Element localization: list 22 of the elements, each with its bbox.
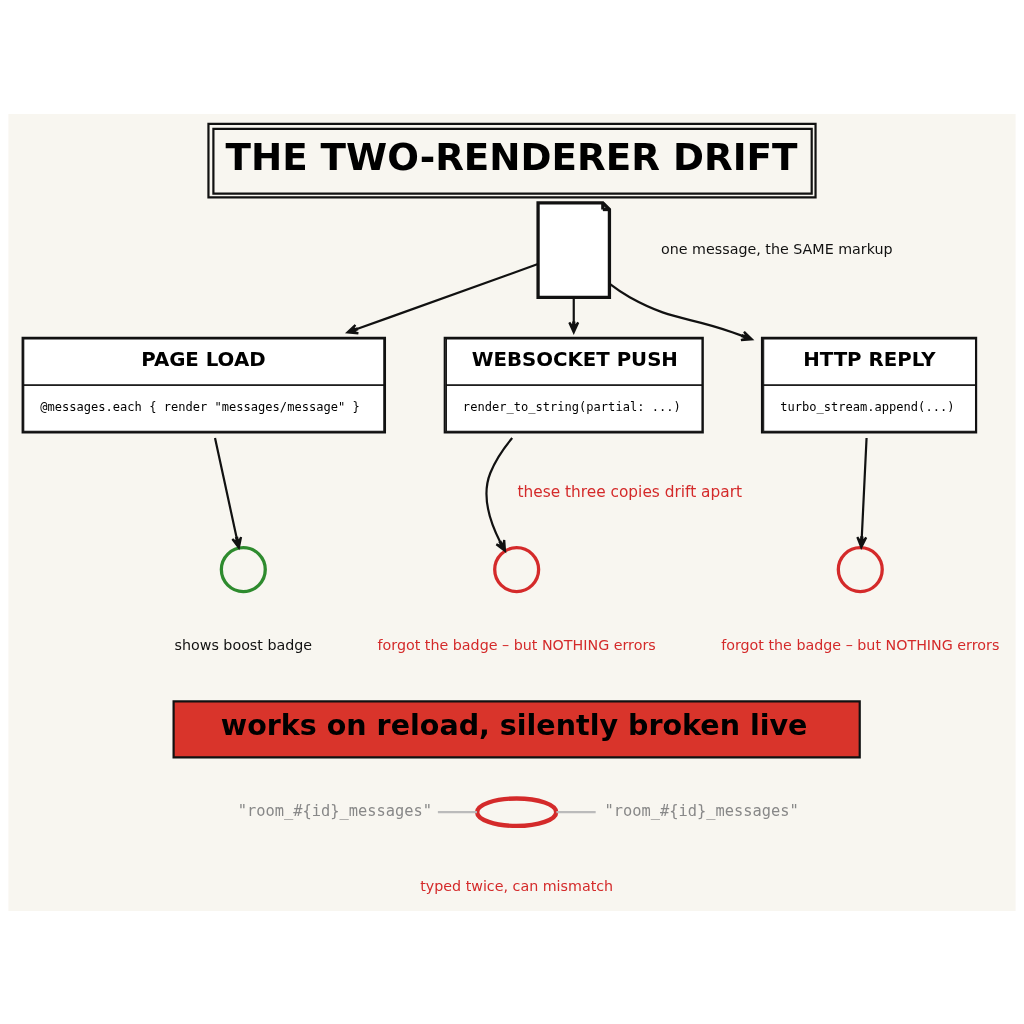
label: these three copies drift apart [517,482,743,501]
arrow [346,262,539,334]
node-label: shows boost badge [174,636,313,653]
node-chain [474,795,559,828]
node-circle [493,545,541,593]
connector [437,810,477,813]
arrow [568,297,580,333]
node-label: one message, the SAME markup [661,240,893,257]
node-label: forgot the badge – but NOTHING errors [377,636,656,653]
arrow [485,436,514,552]
connector [556,810,596,813]
node-label: forgot the badge – but NOTHING errors [721,636,1000,653]
node-label: typed twice, can mismatch [420,877,614,894]
node-circle [836,545,884,593]
node-circle [219,545,267,593]
arrow [213,437,243,549]
diagram-title: THE TWO-RENDERER DRIFT [225,134,798,179]
arrow [856,437,868,548]
node-text: "room_#{id}_messages" [237,801,433,820]
node-text: "room_#{id}_messages" [604,801,799,820]
node-box: works on reload, silently broken live [172,699,861,758]
arrow [609,282,753,341]
